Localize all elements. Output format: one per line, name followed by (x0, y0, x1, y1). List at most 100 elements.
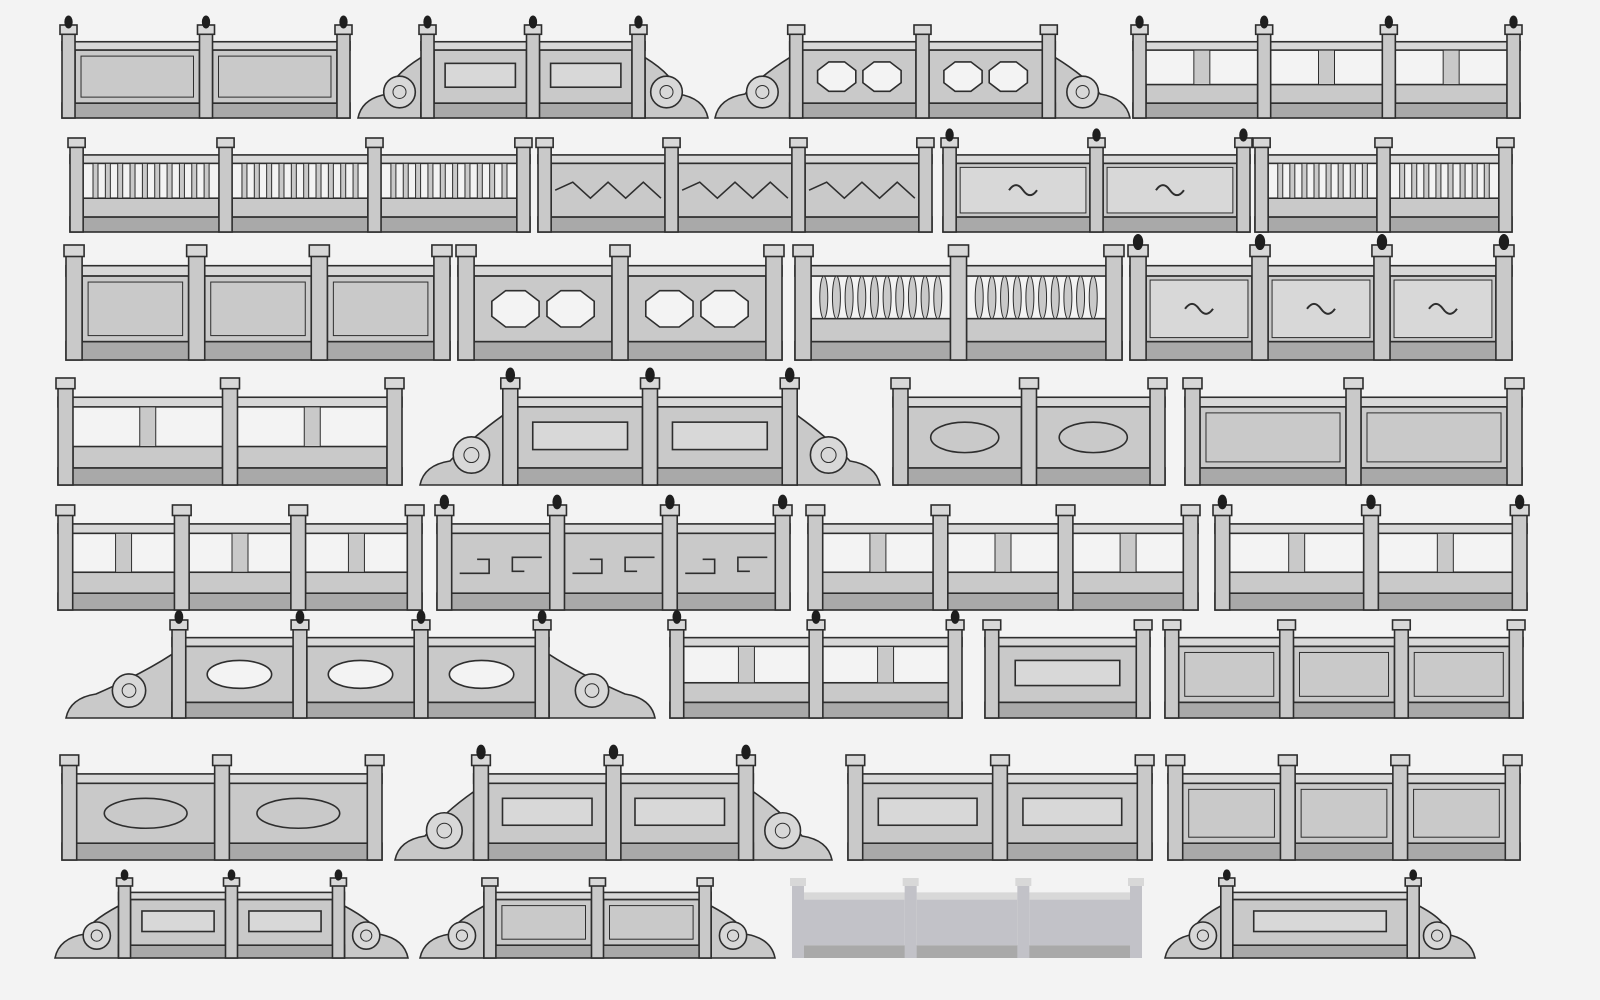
post (1167, 760, 1184, 861)
post (774, 510, 791, 611)
post (61, 29, 76, 119)
post-cap (185, 244, 208, 258)
scroll-medallion-center (1431, 929, 1444, 942)
post-cap (288, 504, 309, 517)
post-cap (1055, 504, 1076, 517)
lower-rail (1145, 83, 1259, 104)
baluster (1012, 275, 1022, 320)
post (290, 510, 307, 611)
post (1254, 142, 1269, 233)
octagon-cutout (700, 289, 749, 328)
post (1373, 251, 1391, 361)
baluster (191, 162, 198, 199)
baluster (1471, 162, 1478, 199)
baluster (290, 162, 297, 199)
zigzag-pattern (554, 181, 662, 200)
rect-inset (549, 62, 622, 89)
post-cap (1128, 878, 1144, 886)
finial (201, 15, 211, 29)
finial (1092, 128, 1101, 142)
post (366, 760, 383, 861)
scroll-medallion-center (90, 929, 103, 942)
carved-motif (1008, 184, 1038, 197)
post (1184, 383, 1201, 486)
post (808, 625, 824, 719)
baluster (1399, 162, 1406, 199)
baluster (303, 162, 310, 199)
scroll-medallion-center (1196, 929, 1210, 942)
baluster (1337, 162, 1344, 199)
post (631, 29, 646, 119)
baluster (452, 162, 459, 199)
post (781, 383, 798, 486)
post (847, 760, 864, 861)
panel (326, 275, 435, 343)
baluster (1025, 275, 1035, 320)
post-cap (845, 754, 866, 767)
panel (81, 275, 190, 343)
post (516, 142, 531, 233)
rail-support (303, 406, 321, 448)
railing-zigzag (535, 137, 935, 233)
post (1135, 625, 1151, 719)
top-rail (537, 154, 933, 165)
railing-base (792, 945, 1142, 958)
post (367, 142, 382, 233)
railing-open-rail (1130, 15, 1523, 119)
post (794, 251, 812, 361)
panel (804, 899, 905, 946)
post-cap (1182, 377, 1203, 390)
post (1089, 142, 1104, 233)
railing-diamond (890, 377, 1168, 486)
post-cap (1374, 137, 1393, 149)
scroll-medallion-center (584, 683, 600, 698)
panel-inset (1188, 788, 1275, 838)
rect-inset (141, 910, 215, 933)
post (641, 383, 659, 486)
scroll-medallion (1066, 75, 1100, 109)
baluster (476, 162, 483, 199)
rail-support (1436, 532, 1454, 573)
octagon-cutout (644, 289, 694, 328)
railing-scroll-cloud (65, 610, 656, 719)
post-cap (1147, 377, 1168, 390)
lower-rail (946, 571, 1059, 595)
post-cap (786, 24, 806, 36)
baluster (1000, 275, 1010, 320)
rect-inset (501, 797, 593, 827)
lower-rail (72, 445, 224, 469)
post-cap (1252, 137, 1271, 149)
post-cap (67, 137, 86, 149)
baluster (464, 162, 471, 199)
scroll-medallion-center (121, 683, 137, 698)
baluster (1447, 162, 1454, 199)
post (331, 881, 346, 959)
baluster (352, 162, 359, 199)
octagon-cutout (491, 289, 540, 328)
finial (665, 494, 675, 510)
post-cap (55, 377, 76, 390)
rect-inset (634, 797, 726, 827)
panel (676, 532, 777, 594)
baluster (340, 162, 347, 199)
cloud-cutout (327, 659, 394, 690)
post-cap (1165, 754, 1186, 767)
baluster (241, 162, 248, 199)
post (406, 510, 423, 611)
post (483, 881, 497, 959)
post (57, 383, 74, 486)
panel (228, 782, 369, 844)
post (548, 510, 566, 611)
railing-carved (940, 128, 1253, 233)
baluster (1050, 275, 1060, 320)
carved-motif (1428, 302, 1458, 315)
post (1504, 760, 1521, 861)
scroll-medallion-center (726, 929, 740, 942)
post-cap (982, 619, 1002, 631)
post (942, 142, 957, 233)
post (947, 625, 963, 719)
panel (203, 275, 313, 343)
finial (334, 869, 343, 881)
panel (1029, 899, 1130, 946)
